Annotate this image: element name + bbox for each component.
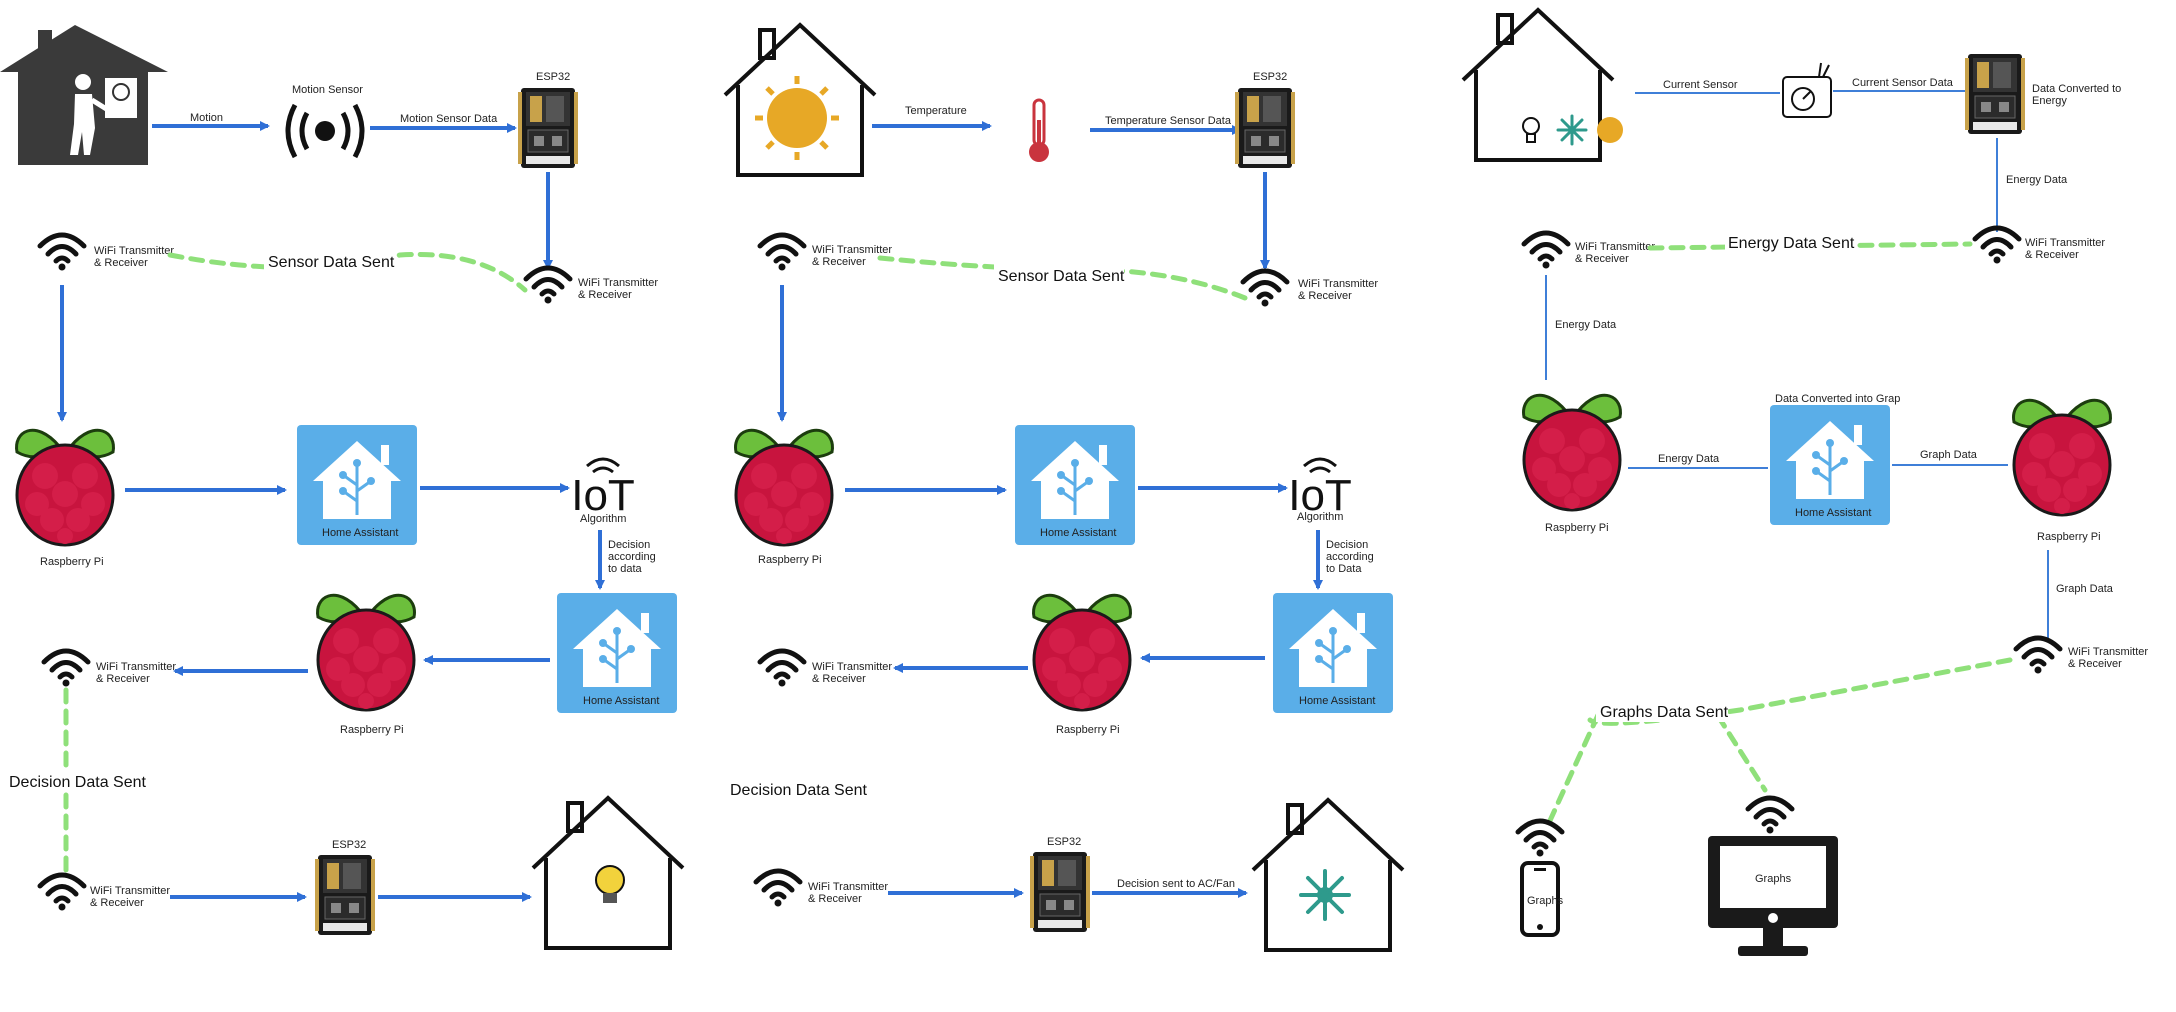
label-decision-sent: Decision sent to AC/Fan <box>1117 878 1235 890</box>
label-rpi-2: Raspberry Pi <box>340 724 404 736</box>
wifi-icon <box>526 268 570 304</box>
label-wifi-left-3: WiFi Transmitter& Receiver <box>1575 241 1655 265</box>
wifi-icon <box>1748 798 1792 834</box>
label-graph-data-2: Graph Data <box>2056 583 2114 595</box>
label-algorithm: Algorithm <box>580 513 626 525</box>
label-energy-data-1: Energy Data <box>2006 174 2068 186</box>
label-phone-graphs: Graphs <box>1527 895 1564 907</box>
label-wifi-bottom-2: WiFi Transmitter& Receiver <box>808 881 888 905</box>
label-motion-sensor-data: Motion Sensor Data <box>400 113 498 125</box>
wifi-icon <box>760 651 804 687</box>
label-esp32-top-2: ESP32 <box>1253 71 1287 83</box>
iot-icon <box>569 457 637 522</box>
raspberry-pi-icon <box>2012 398 2112 517</box>
wifi-icon <box>1243 271 1287 307</box>
esp32-board-icon <box>1029 851 1091 933</box>
label-ha-1: Home Assistant <box>322 527 398 539</box>
dark-house-person-icon <box>0 25 168 165</box>
label-graphs-data-sent: Graphs Data Sent <box>1600 704 1729 721</box>
label-wifi-right: WiFi Transmitter& Receiver <box>578 277 658 301</box>
label-wifi-mid-2: WiFi Transmitter& Receiver <box>812 661 892 685</box>
label-wifi-left-2: WiFi Transmitter& Receiver <box>812 244 892 268</box>
wifi-icon <box>1518 821 1562 857</box>
label-temperature: Temperature <box>905 105 967 117</box>
thermometer-icon <box>1029 98 1049 162</box>
label-wifi-right-3: WiFi Transmitter& Receiver <box>2025 237 2105 261</box>
wifi-icon <box>756 871 800 907</box>
label-esp32-bottom: ESP32 <box>332 839 366 851</box>
wifi-icon <box>1975 228 2019 264</box>
label-monitor-graphs: Graphs <box>1755 873 1792 885</box>
raspberry-pi-icon <box>734 428 834 547</box>
raspberry-pi-icon <box>15 428 115 547</box>
label-decision-data-sent: Decision Data Sent <box>9 774 147 791</box>
wifi-icon <box>760 235 804 271</box>
label-ha-3: Home Assistant <box>1795 507 1871 519</box>
label-wifi-mid: WiFi Transmitter& Receiver <box>96 661 176 685</box>
phone-icon <box>1520 861 1560 937</box>
label-sensor-data-sent-2: Sensor Data Sent <box>998 268 1125 285</box>
esp32-board-icon <box>1964 53 2026 135</box>
label-algorithm-2: Algorithm <box>1297 511 1343 523</box>
panel-motion: Motion Motion Sensor Motion Sensor Data … <box>0 25 685 950</box>
house-snowflake-icon <box>1251 798 1405 952</box>
wifi-icon <box>40 875 84 911</box>
wifi-icon <box>1524 233 1568 269</box>
house-sun-icon <box>723 23 877 177</box>
label-current-sensor-data: Current Sensor Data <box>1852 77 1954 89</box>
wifi-icon <box>44 651 88 687</box>
motion-sensor-icon <box>285 103 365 159</box>
label-rpi-3-1: Raspberry Pi <box>1545 522 1609 534</box>
wifi-icon <box>40 235 84 271</box>
label-data-converted-graph: Data Converted into Grap <box>1775 393 1900 405</box>
wifi-icon <box>2016 638 2060 674</box>
label-ha-2: Home Assistant <box>583 695 659 707</box>
label-wifi-bottom-3: WiFi Transmitter& Receiver <box>2068 646 2148 670</box>
label-rpi-1: Raspberry Pi <box>40 556 104 568</box>
house-appliances-icon <box>1461 8 1623 162</box>
esp32-board-icon <box>1234 87 1296 169</box>
label-graph-data-1: Graph Data <box>1920 449 1978 461</box>
label-wifi-right-2: WiFi Transmitter& Receiver <box>1298 278 1378 302</box>
label-temp-sensor-data: Temperature Sensor Data <box>1105 115 1232 127</box>
label-current-sensor: Current Sensor <box>1663 79 1738 91</box>
raspberry-pi-icon <box>316 593 416 712</box>
raspberry-pi-icon <box>1522 393 1622 512</box>
raspberry-pi-icon <box>1032 593 1132 712</box>
label-energy-data-2: Energy Data <box>1555 319 1617 331</box>
label-ha-1-2: Home Assistant <box>1040 527 1116 539</box>
label-sensor-data-sent: Sensor Data Sent <box>268 254 395 271</box>
panel-energy: Current Sensor Current Sensor Data Data … <box>1461 8 2148 956</box>
dashed-link-monitor <box>1715 713 1768 793</box>
label-rpi-2-2: Raspberry Pi <box>1056 724 1120 736</box>
label-decision-data-sent-2: Decision Data Sent <box>730 782 868 799</box>
house-light-icon <box>531 796 685 950</box>
label-esp32-bottom-2: ESP32 <box>1047 836 1081 848</box>
multimeter-icon <box>1782 62 1832 118</box>
label-energy-data-sent: Energy Data Sent <box>1728 235 1855 252</box>
panel-temperature: Temperature Temperature Sensor Data ESP3… <box>723 23 1405 952</box>
label-rpi-1-2: Raspberry Pi <box>758 554 822 566</box>
label-motion: Motion <box>190 112 223 124</box>
label-esp32-top: ESP32 <box>536 71 570 83</box>
esp32-board-icon <box>314 854 376 936</box>
monitor-icon <box>1708 836 1838 956</box>
label-energy-data-3: Energy Data <box>1658 453 1720 465</box>
label-motion-sensor: Motion Sensor <box>292 84 363 96</box>
label-wifi-left: WiFi Transmitter& Receiver <box>94 245 174 269</box>
esp32-board-icon <box>517 87 579 169</box>
dashed-link-phone <box>1545 712 1601 828</box>
label-rpi-3-2: Raspberry Pi <box>2037 531 2101 543</box>
label-ha-2-2: Home Assistant <box>1299 695 1375 707</box>
label-wifi-bottom: WiFi Transmitter& Receiver <box>90 885 170 909</box>
